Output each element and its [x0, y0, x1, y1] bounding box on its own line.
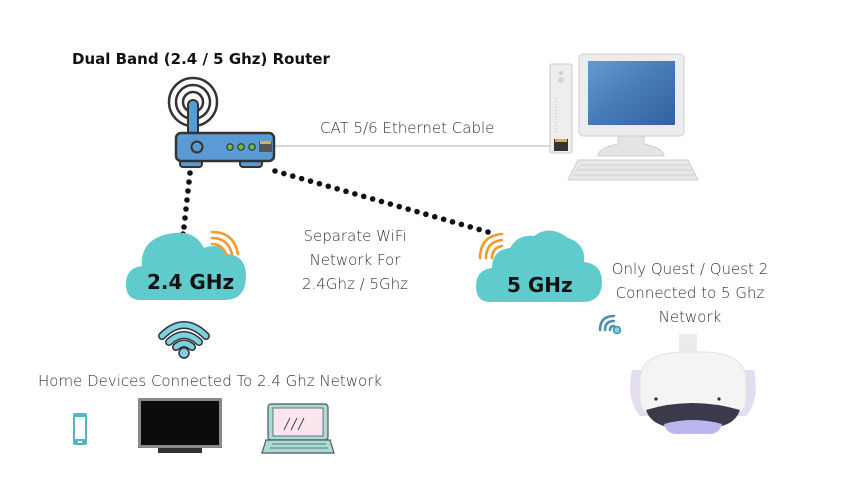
signal-icon-2-4ghz	[210, 230, 240, 256]
home-devices-label: Home Devices Connected To 2.4 Ghz Networ…	[38, 372, 383, 390]
smartphone-icon	[73, 413, 87, 445]
quest-label-line-2: Connected to 5 Ghz	[615, 284, 765, 302]
link-dot	[325, 183, 332, 190]
link-dot	[369, 196, 376, 202]
link-dot	[307, 178, 314, 184]
router-icon	[167, 76, 276, 168]
link-dot	[431, 213, 438, 220]
signal-icon-5ghz	[478, 232, 504, 260]
link-dot	[281, 170, 287, 177]
link-dot	[378, 198, 385, 205]
quest-label-line-3: Network	[658, 308, 722, 326]
wifi-icon-home	[158, 321, 210, 359]
link-dot	[396, 203, 403, 210]
cloud-2-4ghz-label: 2.4 GHz	[147, 270, 235, 294]
separate-wifi-label: Separate WiFi Network For 2.4Ghz / 5Ghz	[282, 224, 428, 296]
laptop-icon	[261, 403, 335, 454]
link-dot	[272, 168, 278, 174]
wireless-link-5	[272, 168, 491, 235]
quest-label-line-1: Only Quest / Quest 2	[611, 260, 769, 278]
link-dot	[458, 221, 465, 228]
link-dot	[440, 216, 447, 223]
link-dot	[414, 208, 420, 215]
link-dot	[334, 185, 340, 192]
cloud-5ghz-label: 5 GHz	[507, 273, 573, 297]
link-dot	[360, 193, 367, 200]
link-dot	[467, 224, 474, 230]
ethernet-cable-label: CAT 5/6 Ethernet Cable	[320, 119, 495, 137]
cloud-2-4ghz	[126, 232, 246, 300]
diagram-title: Dual Band (2.4 / 5 Ghz) Router	[72, 50, 330, 68]
link-dot	[298, 175, 305, 182]
link-dot	[449, 219, 456, 225]
television-icon	[138, 398, 222, 453]
link-dot	[316, 180, 323, 187]
link-dot	[352, 191, 358, 197]
link-dot	[485, 229, 491, 235]
link-dot	[405, 206, 411, 212]
wireless-link-2-4	[180, 170, 193, 237]
vr-headset-icon	[630, 334, 756, 434]
quest-network-label: Only Quest / Quest 2 Connected to 5 Ghz …	[600, 257, 780, 329]
wifi-icon-quest	[598, 314, 622, 335]
link-dot	[476, 226, 482, 233]
link-dot	[289, 173, 296, 179]
desktop-computer-icon	[549, 53, 699, 181]
separate-wifi-line-2: Network For	[309, 251, 401, 269]
link-dot	[387, 201, 394, 207]
separate-wifi-line-1: Separate WiFi	[303, 227, 407, 245]
link-dot	[343, 188, 349, 195]
link-dot	[423, 211, 429, 218]
cloud-5ghz	[476, 230, 602, 302]
separate-wifi-line-3: 2.4Ghz / 5Ghz	[302, 275, 408, 293]
